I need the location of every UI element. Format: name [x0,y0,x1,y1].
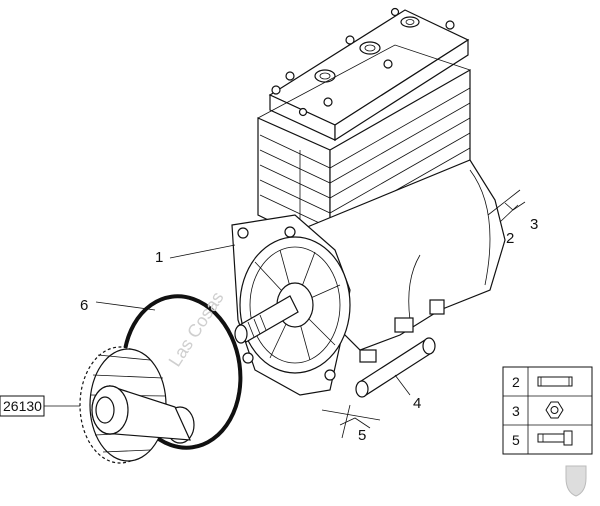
callout-1: 1 [155,249,163,266]
nut-icon [545,401,564,419]
callout-6: 6 [80,297,88,314]
legend-table: 2 3 5 [502,366,593,455]
legend-row-2: 2 [512,374,573,390]
callout-3: 3 [530,216,538,233]
legend-num-2: 2 [512,374,520,390]
legend-row-5: 5 [512,430,573,448]
legend-num-3: 3 [512,403,520,419]
logo-mark [565,465,587,497]
drive-gear [79,346,195,464]
legend-num-5: 5 [512,432,520,448]
legend-row-3: 3 [512,401,564,419]
part-reference-box: 26130 [0,395,45,417]
pin-icon [537,376,573,387]
leader-lines [44,189,526,439]
part-reference-label: 26130 [3,398,42,414]
callout-4: 4 [413,395,421,412]
compressor-body [231,7,506,396]
dowel-pin [355,337,436,398]
callout-2: 2 [506,230,514,247]
bolt-icon [537,430,573,446]
callout-5: 5 [358,427,366,444]
